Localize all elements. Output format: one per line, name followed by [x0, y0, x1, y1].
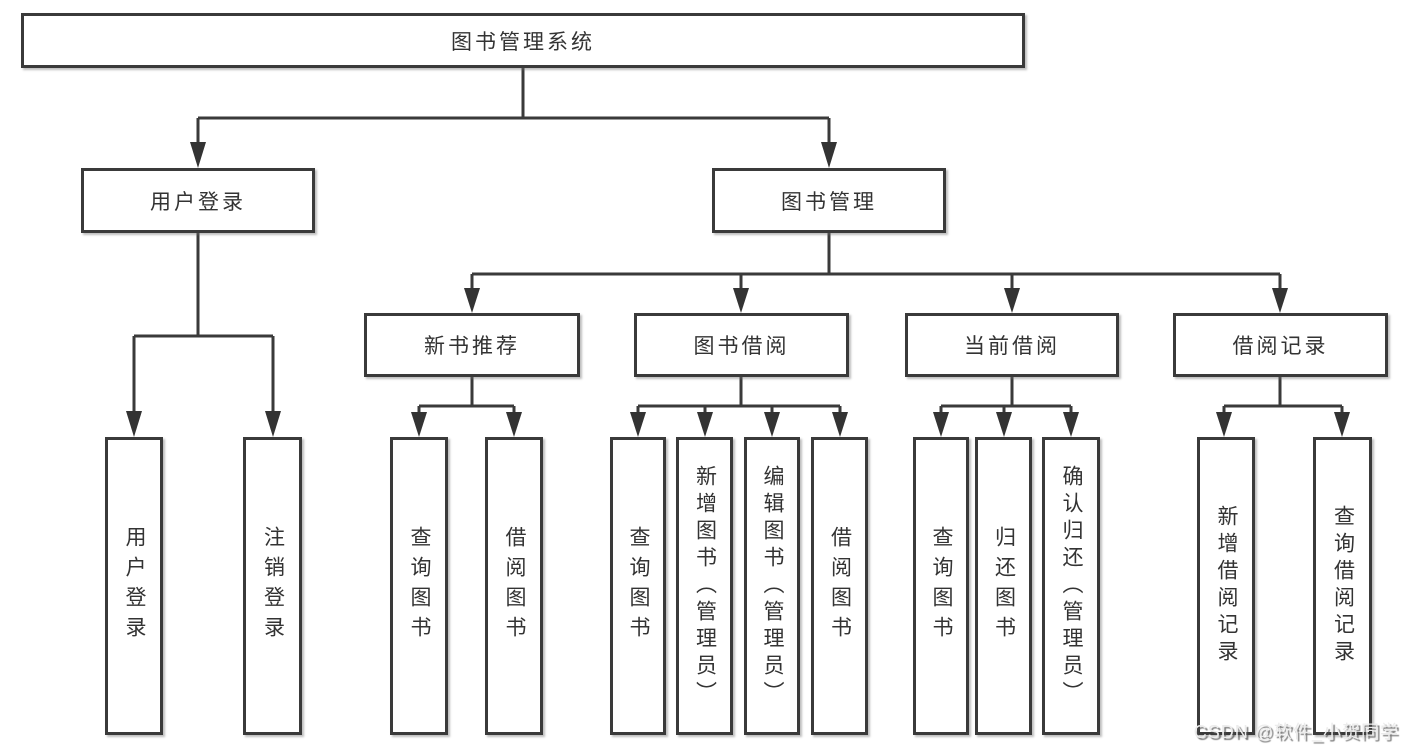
node-new-book-recommend: 新书推荐: [364, 313, 580, 377]
node-label: 借阅记录: [1232, 335, 1329, 358]
leaf-label: 借阅图书: [828, 526, 852, 646]
leaf-label: 查询图书: [930, 526, 954, 646]
node-user-login: 用户登录: [81, 168, 315, 233]
node-label: 用户登录: [150, 190, 246, 214]
node-label: 图书管理: [781, 190, 877, 214]
leaf-label: 确认归还（管理员）: [1060, 464, 1084, 708]
leaf-edit-book-admin: 编辑图书（管理员）: [744, 437, 800, 735]
leaf-add-borrow-record: 新增借阅记录: [1197, 437, 1255, 735]
node-book-borrow: 图书借阅: [634, 313, 849, 377]
leaf-confirm-return-admin: 确认归还（管理员）: [1042, 437, 1100, 735]
leaf-borrow-book-1: 借阅图书: [485, 437, 543, 735]
node-label: 图书借阅: [693, 335, 790, 358]
leaf-label: 查询图书: [408, 526, 432, 646]
leaf-label: 编辑图书（管理员）: [761, 464, 785, 708]
leaf-query-book-1: 查询图书: [390, 437, 448, 735]
node-book-management: 图书管理: [712, 168, 946, 233]
node-root-library-system: 图书管理系统: [21, 13, 1025, 68]
leaf-logout: 注销登录: [243, 437, 302, 735]
leaf-label: 注销登录: [261, 526, 285, 646]
node-borrow-record: 借阅记录: [1173, 313, 1388, 377]
node-label: 新书推荐: [424, 335, 520, 358]
leaf-label: 查询借阅记录: [1331, 505, 1355, 667]
leaf-label: 借阅图书: [503, 526, 527, 646]
node-label: 当前借阅: [964, 335, 1060, 358]
arrowhead-icons: [126, 142, 1350, 437]
leaf-query-book-3: 查询图书: [913, 437, 969, 735]
leaf-label: 查询图书: [627, 526, 651, 646]
leaf-label: 新增图书（管理员）: [693, 464, 717, 708]
leaf-label: 用户登录: [123, 526, 147, 646]
leaf-user-login: 用户登录: [105, 437, 163, 735]
leaf-label: 归还图书: [992, 526, 1016, 646]
leaf-borrow-book-2: 借阅图书: [811, 437, 868, 735]
node-current-borrow: 当前借阅: [905, 313, 1119, 377]
node-label: 图书管理系统: [451, 30, 595, 54]
leaf-add-book-admin: 新增图书（管理员）: [676, 437, 733, 735]
leaf-label: 新增借阅记录: [1215, 505, 1239, 667]
leaf-query-borrow-record: 查询借阅记录: [1313, 437, 1372, 735]
leaf-query-book-2: 查询图书: [610, 437, 666, 735]
leaf-return-book: 归还图书: [975, 437, 1032, 735]
